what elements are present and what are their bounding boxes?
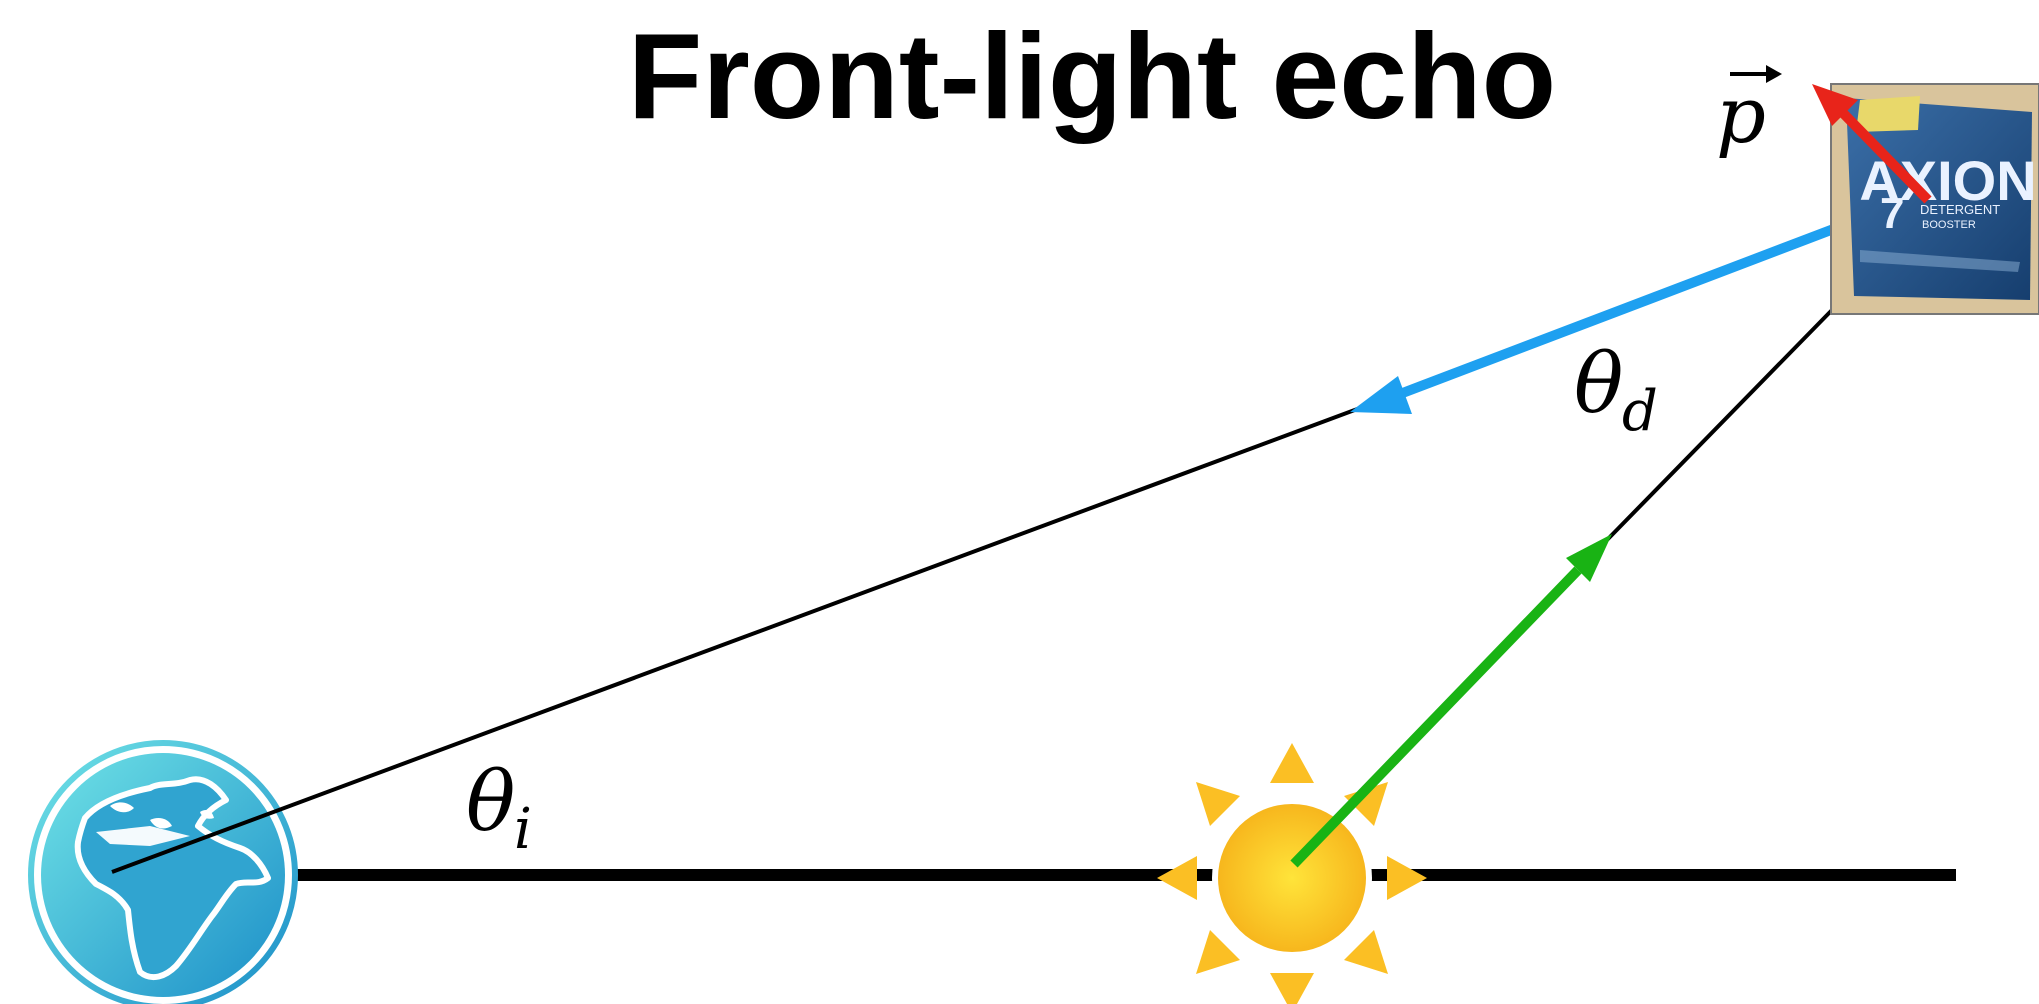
p-vector-label: p (1716, 65, 1782, 161)
sun-to-echo-line (1603, 308, 1834, 544)
polarization-arrow (1812, 84, 1932, 204)
svg-text:p: p (1716, 71, 1766, 161)
box-number-text: 7 (1880, 189, 1904, 238)
svg-text:d: d (1622, 379, 1658, 444)
sun-icon (1157, 743, 1427, 1004)
diagram-title: Front-light echo (628, 8, 1556, 144)
svg-text:θ: θ (1574, 337, 1623, 432)
svg-text:i: i (514, 797, 532, 862)
echo-light-arrow (1350, 201, 1896, 414)
svg-text:θ: θ (466, 755, 515, 850)
incident-light-arrow (1290, 534, 1612, 868)
theta-d-label: θ d (1574, 337, 1658, 444)
axion-detergent-box-image: AXION 7 DETERGENT BOOSTER (1830, 83, 2039, 315)
earth-globe-icon (28, 740, 298, 1004)
theta-i-label: θ i (466, 755, 532, 862)
box-small-text-1: DETERGENT (1920, 202, 2000, 217)
box-small-text-2: BOOSTER (1922, 219, 1976, 231)
earth-to-echo-line (111, 406, 1361, 874)
